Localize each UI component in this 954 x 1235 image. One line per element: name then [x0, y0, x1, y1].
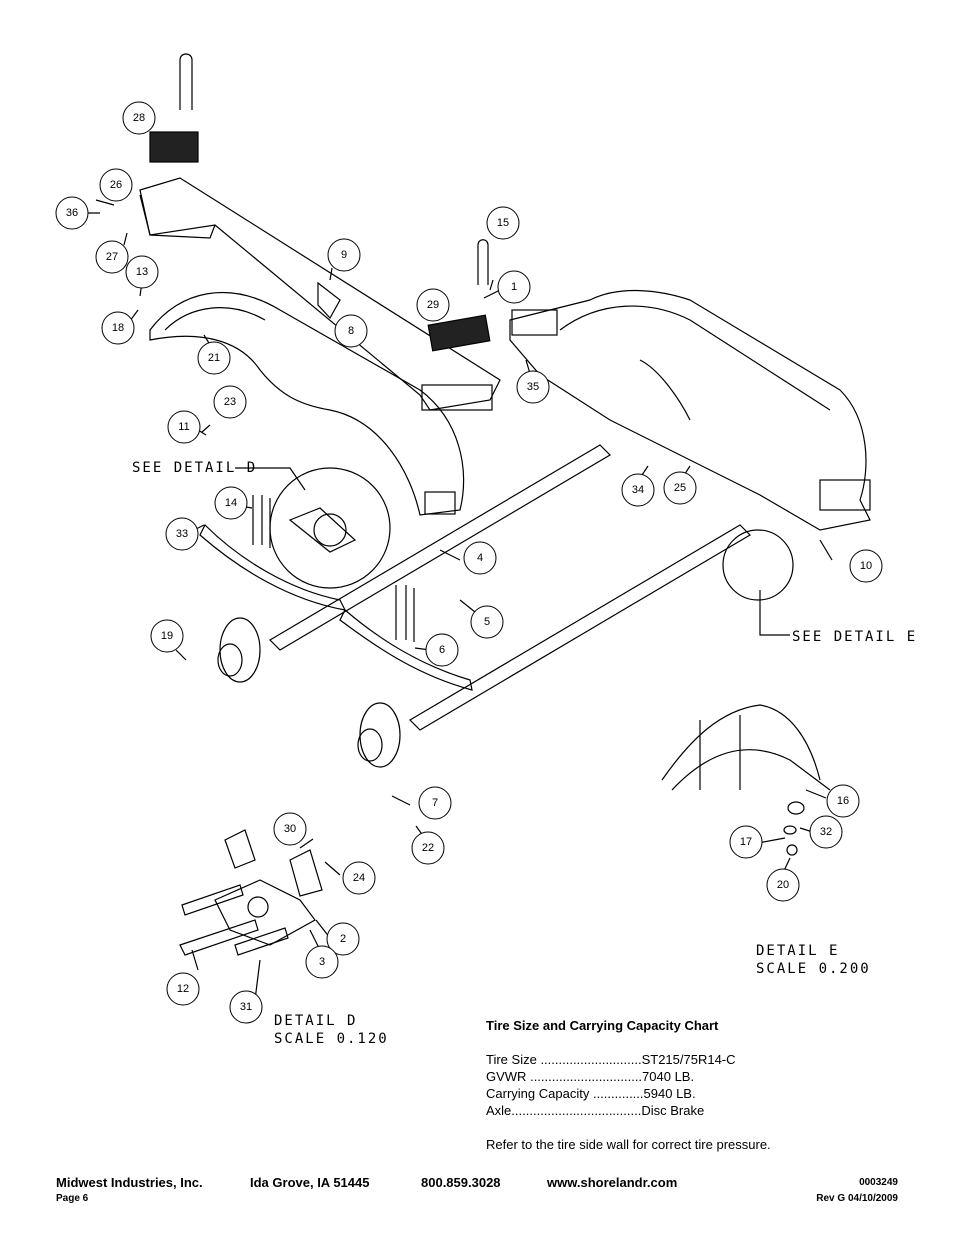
- callout-3: 3: [305, 945, 339, 979]
- footer-company: Midwest Industries, Inc.: [56, 1175, 203, 1190]
- svg-text:8: 8: [348, 325, 354, 337]
- svg-text:32: 32: [820, 826, 832, 838]
- svg-text:7: 7: [432, 797, 438, 809]
- callout-7: 7: [418, 786, 452, 820]
- callout-34: 34: [621, 473, 655, 507]
- callout-2: 2: [326, 922, 360, 956]
- svg-text:13: 13: [136, 266, 148, 278]
- callout-10: 10: [849, 549, 883, 583]
- svg-text:16: 16: [837, 795, 849, 807]
- detail-e-title: DETAIL E: [756, 943, 839, 959]
- svg-text:34: 34: [632, 484, 644, 496]
- callout-13: 13: [125, 255, 159, 289]
- callout-25: 25: [663, 471, 697, 505]
- svg-text:17: 17: [740, 836, 752, 848]
- callout-31: 31: [229, 990, 263, 1024]
- callout-35: 35: [516, 370, 550, 404]
- svg-text:5: 5: [484, 616, 490, 628]
- callout-24: 24: [342, 861, 376, 895]
- svg-text:36: 36: [66, 207, 78, 219]
- svg-text:6: 6: [439, 644, 445, 656]
- svg-text:33: 33: [176, 528, 188, 540]
- svg-text:18: 18: [112, 322, 124, 334]
- svg-text:29: 29: [427, 299, 439, 311]
- page-footer: Midwest Industries, Inc. Ida Grove, IA 5…: [56, 1175, 898, 1207]
- callout-9: 9: [327, 238, 361, 272]
- svg-text:25: 25: [674, 482, 686, 494]
- callout-21: 21: [197, 341, 231, 375]
- svg-text:21: 21: [208, 352, 220, 364]
- callout-29: 29: [416, 288, 450, 322]
- callouts: 28 36 26 27 13 18 9 21 8 23 11 15 1 29 3…: [55, 101, 883, 1024]
- detail-d-title: DETAIL D: [274, 1013, 357, 1029]
- svg-text:31: 31: [240, 1001, 252, 1013]
- detail-d-scale: SCALE 0.120: [274, 1031, 389, 1047]
- svg-text:2: 2: [340, 933, 346, 945]
- svg-text:11: 11: [178, 421, 189, 433]
- footer-city: Ida Grove, IA 51445: [250, 1175, 370, 1190]
- callout-1: 1: [497, 270, 531, 304]
- svg-text:20: 20: [777, 879, 789, 891]
- svg-text:28: 28: [133, 112, 145, 124]
- chart-row-carrying-capacity: Carrying Capacity ..............5940 LB.: [486, 1086, 696, 1101]
- footer-page-number: Page 6: [56, 1193, 89, 1204]
- callout-14: 14: [214, 486, 248, 520]
- detail-e-scale: SCALE 0.200: [756, 961, 871, 977]
- callout-19: 19: [150, 619, 184, 653]
- svg-text:14: 14: [225, 497, 237, 509]
- callout-6: 6: [425, 633, 459, 667]
- footer-phone: 800.859.3028: [421, 1175, 501, 1190]
- svg-text:35: 35: [527, 381, 539, 393]
- footer-doc-number: 0003249: [859, 1177, 898, 1188]
- chart-title: Tire Size and Carrying Capacity Chart: [486, 1018, 719, 1033]
- callout-26: 26: [99, 168, 133, 202]
- parts-linework: [88, 53, 871, 1001]
- svg-text:10: 10: [860, 560, 872, 572]
- callout-11: 11: [167, 410, 201, 444]
- see-detail-d-label: SEE DETAIL D: [132, 460, 257, 476]
- callout-30: 30: [273, 812, 307, 846]
- chart-row-axle: Axle....................................…: [486, 1103, 705, 1118]
- callout-32: 32: [809, 815, 843, 849]
- svg-text:9: 9: [341, 249, 347, 261]
- svg-text:27: 27: [106, 251, 118, 263]
- callout-8: 8: [334, 314, 368, 348]
- footer-revision: Rev G 04/10/2009: [816, 1193, 898, 1204]
- svg-text:22: 22: [422, 842, 434, 854]
- callout-17: 17: [729, 825, 763, 859]
- callout-20: 20: [766, 868, 800, 902]
- tire-pressure-note: Refer to the tire side wall for correct …: [486, 1137, 771, 1152]
- chart-row-tire-size: Tire Size ............................ST…: [486, 1052, 736, 1067]
- callout-16: 16: [826, 784, 860, 818]
- callout-4: 4: [463, 541, 497, 575]
- callout-28: 28: [122, 101, 156, 135]
- callout-18: 18: [101, 311, 135, 345]
- svg-text:23: 23: [224, 396, 236, 408]
- tire-capacity-chart: Tire Size and Carrying Capacity Chart Ti…: [486, 1018, 826, 1152]
- svg-text:24: 24: [353, 872, 365, 884]
- callout-12: 12: [166, 972, 200, 1006]
- svg-text:19: 19: [161, 630, 173, 642]
- chart-row-gvwr: GVWR ...............................7040…: [486, 1069, 695, 1084]
- footer-website[interactable]: www.shorelandr.com: [547, 1175, 678, 1190]
- svg-text:12: 12: [177, 983, 189, 995]
- callout-23: 23: [213, 385, 247, 419]
- svg-text:1: 1: [511, 281, 517, 293]
- callout-15: 15: [486, 206, 520, 240]
- svg-text:15: 15: [497, 217, 509, 229]
- svg-text:4: 4: [477, 552, 483, 564]
- svg-text:3: 3: [319, 956, 325, 968]
- callout-27: 27: [95, 240, 129, 274]
- callout-22: 22: [411, 831, 445, 865]
- callout-33: 33: [165, 517, 199, 551]
- see-detail-e-label: SEE DETAIL E: [792, 629, 917, 645]
- callout-36: 36: [55, 196, 89, 230]
- svg-text:30: 30: [284, 823, 296, 835]
- svg-text:26: 26: [110, 179, 122, 191]
- callout-5: 5: [470, 605, 504, 639]
